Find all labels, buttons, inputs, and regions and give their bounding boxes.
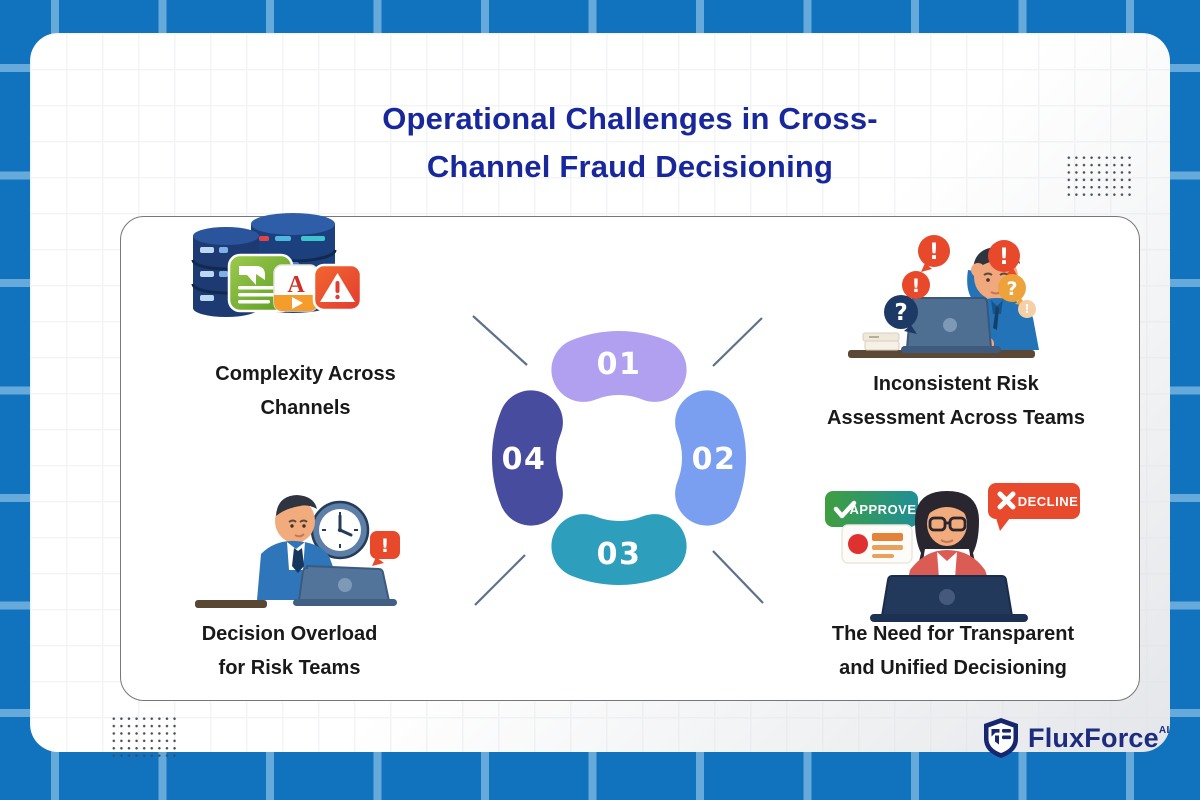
label-decision-overload: Decision Overload for Risk Teams xyxy=(142,617,437,685)
alert-bubbles: ! ! ! ? ! xyxy=(884,235,1036,334)
label-unified-decisioning: The Need for Transparent and Unified Dec… xyxy=(790,617,1116,685)
label-inconsistent-risk-line2: Assessment Across Teams xyxy=(827,407,1085,429)
confused-analyst-illustration: ! ! ! ? ! xyxy=(848,235,1039,358)
exclamation-bubble-icon: ! xyxy=(370,531,400,566)
logo-suffix: AI xyxy=(1158,724,1170,736)
svg-text:?: ? xyxy=(894,300,907,326)
numbered-wheel-diagram: 01 02 03 04 xyxy=(472,315,764,606)
label-decision-overload-line1: Decision Overload xyxy=(201,623,378,645)
page-title-line1: Operational Challenges in Cross- xyxy=(382,101,878,136)
wheel-number-04: 04 xyxy=(502,442,547,477)
exclamation-bubble-icon: ! xyxy=(918,235,950,272)
dot-pattern-bottom-left xyxy=(110,715,178,759)
diagonal-connector-lines xyxy=(472,315,764,606)
label-decision-overload-line2: for Risk Teams xyxy=(218,657,361,679)
svg-text:!: ! xyxy=(912,275,921,297)
laptop-icon xyxy=(293,564,397,606)
page-title-line2: Channel Fraud Decisioning xyxy=(426,149,834,184)
svg-text:!: ! xyxy=(999,245,1009,270)
wheel-number-01: 01 xyxy=(597,347,642,382)
clock-icon xyxy=(310,500,370,560)
question-bubble-icon: ? xyxy=(884,295,918,334)
media-channel-icon: A xyxy=(273,264,319,312)
laptop-icon xyxy=(870,575,1028,622)
logo-wordmark: FluxForce xyxy=(1028,722,1159,753)
wheel-segment-02 xyxy=(675,390,746,526)
approve-label: APPROVE xyxy=(849,502,916,517)
summary-card-icon xyxy=(841,524,913,564)
content-card: Operational Challenges in Cross- Channel… xyxy=(30,33,1170,759)
wheel-segment-01 xyxy=(551,331,687,402)
wheel-segment-04 xyxy=(492,390,563,526)
paper-stack-icon xyxy=(862,332,900,351)
label-unified-decisioning-line1: The Need for Transparent xyxy=(831,623,1075,645)
svg-text:!: ! xyxy=(381,535,390,557)
label-inconsistent-risk: Inconsistent Risk Assessment Across Team… xyxy=(796,367,1116,435)
decline-tag: DECLINE xyxy=(988,483,1080,531)
database-stacks-icon: A xyxy=(191,213,363,317)
analyst-clock-illustration: ! xyxy=(195,495,400,608)
label-complexity: Complexity Across Channels xyxy=(158,357,453,425)
label-inconsistent-risk-line1: Inconsistent Risk xyxy=(873,373,1039,395)
small-alert-dot-icon xyxy=(1018,300,1036,318)
page-title: Operational Challenges in Cross- Channel… xyxy=(30,95,1200,191)
reviewer-illustration: APPROVE DECLINE xyxy=(825,483,1080,622)
fluxforce-logo: FluxForceAI xyxy=(982,717,1170,759)
warning-triangle-icon xyxy=(312,263,363,312)
wheel-number-03: 03 xyxy=(597,537,642,572)
label-complexity-line2: Channels xyxy=(260,397,351,419)
svg-text:!: ! xyxy=(1024,302,1029,316)
wheel-segment-03 xyxy=(551,514,687,585)
decline-label: DECLINE xyxy=(1018,494,1079,509)
laptop-icon xyxy=(901,297,1001,353)
dot-pattern-top-right xyxy=(1065,154,1133,198)
wheel-number-02: 02 xyxy=(692,442,737,477)
desk xyxy=(195,600,267,608)
shield-logo-icon xyxy=(984,718,1018,758)
label-unified-decisioning-line2: and Unified Decisioning xyxy=(839,657,1067,679)
svg-text:!: ! xyxy=(929,240,939,265)
label-complexity-line1: Complexity Across xyxy=(215,363,396,385)
svg-text:A: A xyxy=(287,272,305,298)
svg-text:?: ? xyxy=(1006,278,1017,300)
